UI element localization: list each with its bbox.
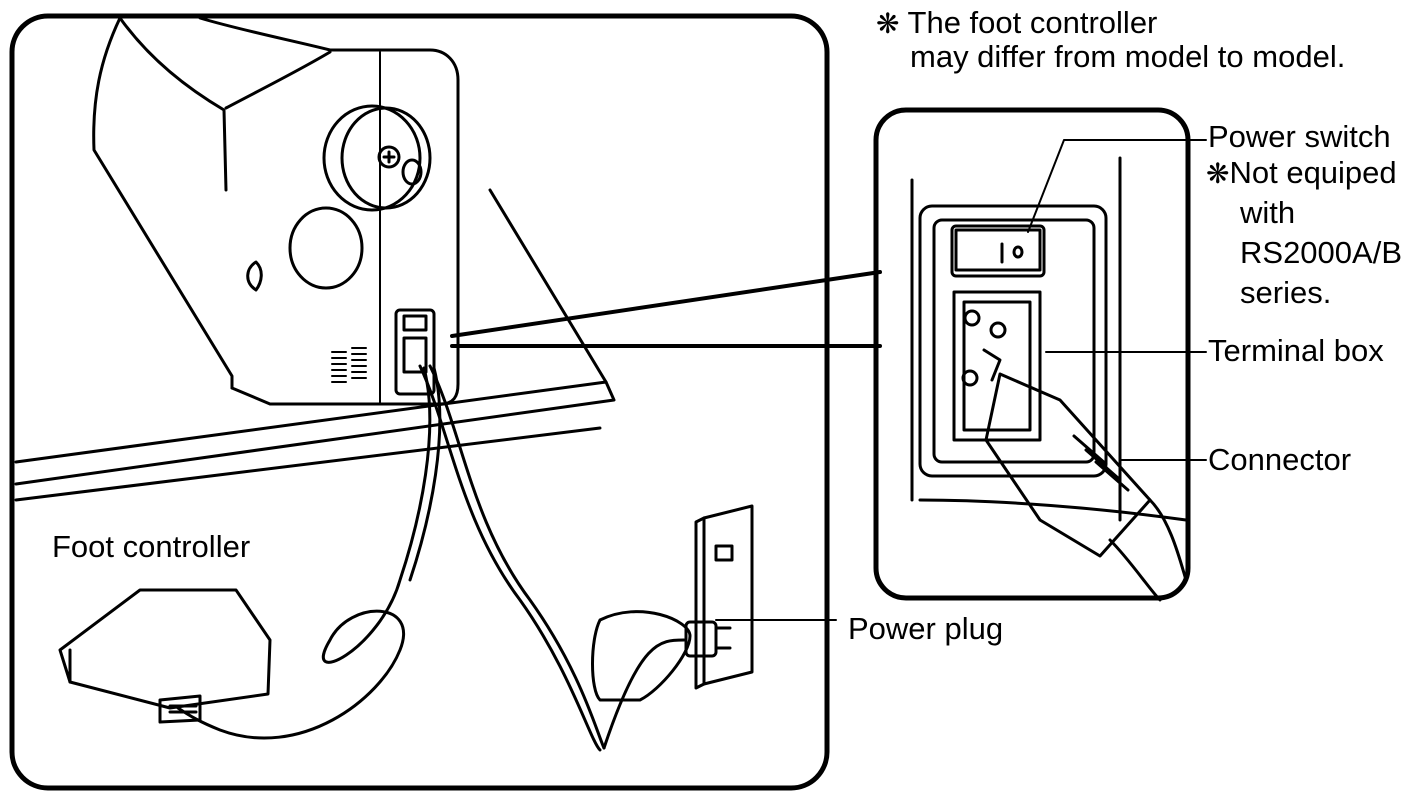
- note-line-2: may differ from model to model.: [910, 39, 1346, 74]
- power-plug-hand: [591, 610, 732, 702]
- label-power-plug: Power plug: [848, 611, 1004, 646]
- foot-controller-cable: [176, 366, 442, 740]
- inset-connector: [984, 372, 1188, 602]
- main-panel: [9, 13, 882, 791]
- power-cord: [418, 364, 686, 752]
- stitch-dial: [288, 206, 364, 290]
- table: [14, 188, 616, 502]
- sewing-machine: [92, 16, 460, 406]
- label-foot-controller: Foot controller: [52, 529, 251, 564]
- inset-panel-frame: [873, 107, 1191, 601]
- inset-terminal-socket: [952, 290, 1042, 442]
- label-terminal-box: Terminal box: [1208, 333, 1384, 368]
- handwheel: [322, 104, 422, 212]
- main-panel-frame: [9, 13, 830, 791]
- machine-terminal: [394, 308, 436, 396]
- label-not-equipped-2: with: [1240, 195, 1296, 230]
- note-asterisk-icon: ❋: [876, 8, 900, 39]
- label-not-equipped-4: series.: [1240, 275, 1332, 310]
- inset-power-switch: [950, 224, 1046, 278]
- label-power-switch: Power switch: [1208, 119, 1391, 154]
- wall-outlet: [694, 504, 754, 690]
- vents: [331, 347, 367, 383]
- inset-leader-lines: [1027, 139, 1207, 461]
- label-connector: Connector: [1208, 442, 1352, 477]
- note-line-1: ❋ The foot controller: [876, 5, 1158, 40]
- label-not-equipped-3: RS2000A/B: [1240, 235, 1402, 270]
- callout-lines: [450, 270, 882, 348]
- label-not-equipped-1: ❋Not equiped: [1206, 155, 1397, 190]
- inset-panel: [873, 107, 1207, 602]
- foot-controller: [58, 588, 272, 724]
- not-equipped-asterisk-icon: ❋: [1206, 158, 1230, 189]
